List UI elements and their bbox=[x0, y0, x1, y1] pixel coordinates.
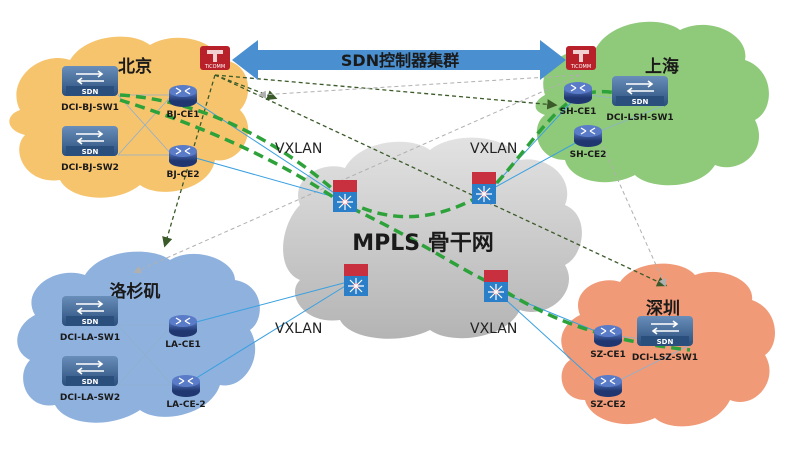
router[interactable]: LA-CE1 bbox=[165, 315, 201, 350]
router-arrows-icon bbox=[580, 127, 596, 135]
sdn-switch[interactable]: SDN DCI-LSZ-SW1 bbox=[632, 316, 698, 363]
switch-arrows-icon bbox=[76, 360, 104, 375]
router-arrows-icon bbox=[600, 377, 616, 385]
switch-label: DCI-LSH-SW1 bbox=[606, 113, 673, 123]
vxlan-label-se: VXLAN bbox=[470, 321, 517, 337]
controller-beijing[interactable]: TiCOMM bbox=[200, 46, 230, 70]
router-label: SH-CE2 bbox=[570, 150, 607, 160]
controller-label: TiCOMM bbox=[204, 64, 225, 70]
router[interactable]: BJ-CE2 bbox=[167, 145, 200, 180]
control-links-secondary bbox=[133, 74, 667, 287]
switch-arrows-icon bbox=[626, 80, 654, 95]
router-label: SZ-CE1 bbox=[590, 350, 626, 360]
router[interactable]: BJ-CE1 bbox=[167, 85, 200, 120]
router[interactable]: SZ-CE1 bbox=[590, 325, 626, 360]
sdn-badge: SDN bbox=[657, 338, 674, 346]
router-label: BJ-CE2 bbox=[167, 170, 200, 180]
sdn-switch[interactable]: SDN DCI-BJ-SW1 bbox=[61, 66, 119, 113]
router-arrows-icon bbox=[600, 327, 616, 335]
router-arrows-icon bbox=[175, 87, 191, 95]
mpls-core-switch[interactable] bbox=[333, 180, 357, 212]
router-arrows-icon bbox=[570, 84, 586, 92]
vxlan-label-ne: VXLAN bbox=[470, 141, 517, 157]
backbone-label: MPLS 骨干网 bbox=[352, 231, 494, 256]
switch-label: DCI-BJ-SW1 bbox=[61, 103, 119, 113]
sdn-switch[interactable]: SDN DCI-LA-SW1 bbox=[60, 296, 120, 343]
switch-label: DCI-BJ-SW2 bbox=[61, 163, 119, 173]
router-label: BJ-CE1 bbox=[167, 110, 200, 120]
mpls-core-switch[interactable] bbox=[344, 264, 368, 296]
sdn-controller-cluster-arrow: SDN控制器集群 bbox=[232, 40, 566, 80]
vxlan-label-sw: VXLAN bbox=[275, 321, 322, 337]
sdn-badge: SDN bbox=[82, 318, 99, 326]
router-arrows-icon bbox=[175, 317, 191, 325]
router-label: LA-CE-2 bbox=[166, 400, 205, 410]
router-label: SH-CE1 bbox=[560, 107, 597, 117]
switch-arrows-icon bbox=[76, 130, 104, 145]
sdn-switch[interactable]: SDN DCI-LA-SW2 bbox=[60, 356, 120, 403]
mpls-core-switch[interactable] bbox=[484, 270, 508, 302]
router[interactable]: SH-CE1 bbox=[560, 82, 597, 117]
switch-label: DCI-LA-SW2 bbox=[60, 393, 120, 403]
sdn-switch[interactable]: SDN DCI-LSH-SW1 bbox=[606, 76, 674, 123]
sdn-switch[interactable]: SDN DCI-BJ-SW2 bbox=[61, 126, 119, 173]
vxlan-label-nw: VXLAN bbox=[275, 141, 322, 157]
city-label-beijing: 北京 bbox=[118, 56, 152, 77]
switch-arrows-icon bbox=[76, 300, 104, 315]
controller-shanghai[interactable]: TiCOMM bbox=[566, 46, 596, 70]
router[interactable]: LA-CE-2 bbox=[166, 375, 206, 410]
router-arrows-icon bbox=[178, 377, 194, 385]
sdn-badge: SDN bbox=[632, 98, 649, 106]
city-label-shenzhen: 深圳 bbox=[646, 298, 680, 319]
cloud-los-angeles bbox=[17, 251, 260, 423]
router-label: SZ-CE2 bbox=[590, 400, 626, 410]
sdn-badge: SDN bbox=[82, 378, 99, 386]
router[interactable]: SH-CE2 bbox=[570, 125, 607, 160]
cluster-title: SDN控制器集群 bbox=[341, 51, 459, 70]
controller-label: TiCOMM bbox=[570, 64, 591, 70]
router-arrows-icon bbox=[175, 147, 191, 155]
switch-arrows-icon bbox=[651, 320, 679, 335]
switch-arrows-icon bbox=[76, 70, 104, 85]
control-links bbox=[162, 74, 668, 287]
switch-label: DCI-LSZ-SW1 bbox=[632, 353, 698, 363]
sdn-badge: SDN bbox=[82, 88, 99, 96]
mpls-core-switch[interactable] bbox=[472, 172, 496, 204]
router[interactable]: SZ-CE2 bbox=[590, 375, 626, 410]
switch-label: DCI-LA-SW1 bbox=[60, 333, 120, 343]
city-label-shanghai: 上海 bbox=[645, 56, 679, 77]
router-label: LA-CE1 bbox=[165, 340, 200, 350]
city-label-los-angeles: 洛杉矶 bbox=[110, 281, 161, 302]
sdn-badge: SDN bbox=[82, 148, 99, 156]
